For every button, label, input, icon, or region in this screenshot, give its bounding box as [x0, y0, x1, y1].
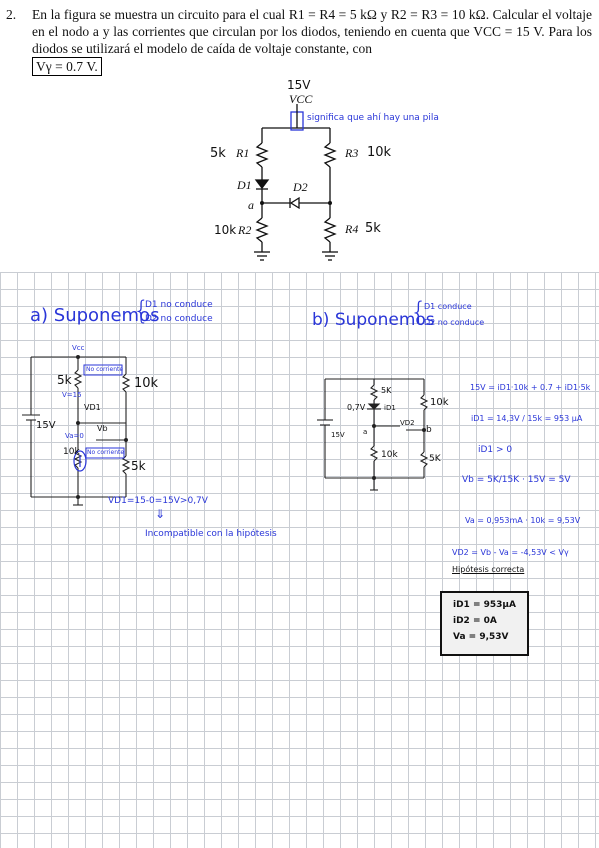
d1-label: D1	[237, 178, 252, 192]
part-b-eq5: Va = 0,953mA · 10k = 9,53V	[465, 516, 581, 525]
problem-statement: 2. En la figura se muestra un circuito p…	[6, 6, 592, 76]
part-b-eq2: iD1 = 14,3V / 15k = 953 μA	[471, 414, 583, 423]
part-b-node-a: a	[363, 428, 368, 436]
r2-label: R2	[238, 223, 252, 237]
part-b-id1: iD1	[384, 404, 396, 412]
part-a-no-current-1: No corriente	[86, 366, 124, 373]
answer-id2: iD2 = 0A	[453, 616, 497, 626]
part-b-case1: D1 conduce	[424, 302, 472, 311]
part-a-r-left: 5k	[57, 373, 72, 387]
vcc-note: significa que ahí hay una pila	[307, 113, 439, 123]
part-a-r-right: 10k	[134, 376, 159, 391]
part-b-node-b: b	[426, 425, 432, 435]
part-a-conclusion: Incompatible con la hipótesis	[145, 529, 277, 539]
part-a-v-label: V=15	[62, 391, 82, 399]
part-b-vd2: VD2	[400, 419, 415, 427]
part-b-title: b) Suponemos	[312, 310, 435, 330]
part-b-r-bottom-right: 5K	[429, 454, 441, 464]
part-b-eq3: iD1 > 0	[478, 445, 513, 455]
vcc-label: VCC	[289, 92, 313, 106]
part-a-vb: Vb	[97, 424, 108, 433]
part-a-r-10k: 10k	[63, 447, 80, 457]
part-b-eq1: 15V = iD1·10k + 0.7 + iD1·5k	[470, 383, 591, 392]
part-a-implies-arrow: ⇓	[155, 507, 166, 521]
part-a-source: 15V	[36, 420, 56, 431]
part-a-vd1-equation: VD1=15-0=15V>0,7V	[108, 496, 208, 506]
part-b-eq6: VD2 = Vb - Va = -4,53V < Vγ	[452, 548, 569, 557]
part-b-case2: D2 no conduce	[424, 318, 485, 327]
grid-paper	[0, 272, 599, 848]
part-a-case2: D2 no conduce	[145, 314, 213, 324]
part-a-no-current-2: No corriente	[87, 449, 125, 456]
answer-box	[440, 591, 529, 656]
part-a-top-label: Vcc	[72, 344, 85, 352]
part-a-vd1: VD1	[84, 403, 101, 412]
part-b-drop: 0,7V	[347, 403, 366, 412]
part-b-brace: {	[410, 297, 428, 328]
circuit-figure	[254, 104, 338, 261]
r1-handwritten: 5k	[210, 146, 226, 161]
node-a-label: a	[248, 198, 254, 212]
part-a-case1: D1 no conduce	[145, 300, 213, 310]
problem-number: 2.	[6, 7, 17, 22]
r1-label: R1	[236, 146, 250, 160]
part-b-eq7: Hipótesis correcta	[452, 565, 525, 574]
r3-label: R3	[345, 146, 359, 160]
r4-handwritten: 5k	[365, 221, 381, 236]
part-b-r10k: 10k	[430, 397, 449, 408]
part-a-r-5k: 5k	[131, 459, 146, 473]
part-b-eq4: Vb = 5K/15K · 15V = 5V	[462, 475, 571, 485]
part-a-brace: {	[133, 296, 150, 326]
vgamma-box: Vγ = 0.7 V.	[32, 57, 102, 76]
part-a-va: Va=0	[65, 432, 84, 440]
part-b-source: 15V	[331, 431, 345, 439]
problem-text: En la figura se muestra un circuito para…	[32, 7, 592, 56]
answer-id1: iD1 = 953μA	[453, 600, 516, 610]
part-b-r-bottom-left: 10k	[381, 450, 398, 460]
r3-handwritten: 10k	[367, 145, 392, 160]
answer-va: Va = 9,53V	[453, 632, 509, 642]
d2-label: D2	[293, 180, 308, 194]
part-b-r5k: 5K	[381, 386, 392, 395]
r2-handwritten: 10k	[214, 223, 237, 237]
part-a-title: a) Suponemos	[30, 305, 160, 326]
r4-label: R4	[345, 222, 359, 236]
vcc-handwritten: 15V	[287, 78, 311, 92]
